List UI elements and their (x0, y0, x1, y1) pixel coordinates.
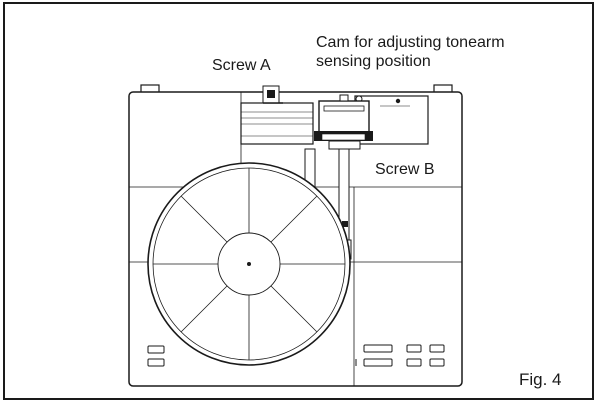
button-row1-a (406, 344, 422, 353)
button-left-upper (147, 345, 165, 354)
carriage-shadow-slot (321, 133, 366, 141)
spoke-4 (270, 285, 318, 333)
button-row2-b (429, 358, 445, 367)
button-row1-b (429, 344, 445, 353)
spoke-2 (270, 195, 318, 243)
cam-callout-line-2: sensing position (316, 53, 431, 70)
screw-a-assembly (262, 85, 283, 104)
carriage-mount (328, 140, 361, 150)
cam-callout-line-1: Cam for adjusting tonearm (316, 34, 505, 51)
screw-b-callout: Screw B (375, 161, 435, 178)
spoke-6 (180, 285, 228, 333)
carriage-slot (323, 105, 365, 112)
platter-spokes (153, 168, 345, 360)
cam-callout: Cam for adjusting tonearm sensing positi… (316, 33, 505, 71)
housing-left-block (240, 102, 314, 145)
screw-a-callout: Screw A (212, 57, 271, 74)
figure-label: Fig. 4 (519, 370, 562, 389)
control-buttons (147, 344, 445, 367)
button-row2-wide (363, 358, 393, 367)
rail-right-marker (342, 221, 348, 227)
carriage-knob (339, 94, 349, 102)
button-left-lower (147, 358, 165, 367)
platter (147, 162, 351, 366)
button-row1-wide (363, 344, 393, 353)
tonearm-carriage (314, 94, 373, 150)
button-row2-a (406, 358, 422, 367)
spindle-icon (247, 262, 251, 266)
spoke-8 (180, 195, 228, 243)
screw-b-head-icon (395, 98, 401, 104)
screw-a-head-icon (267, 90, 275, 98)
